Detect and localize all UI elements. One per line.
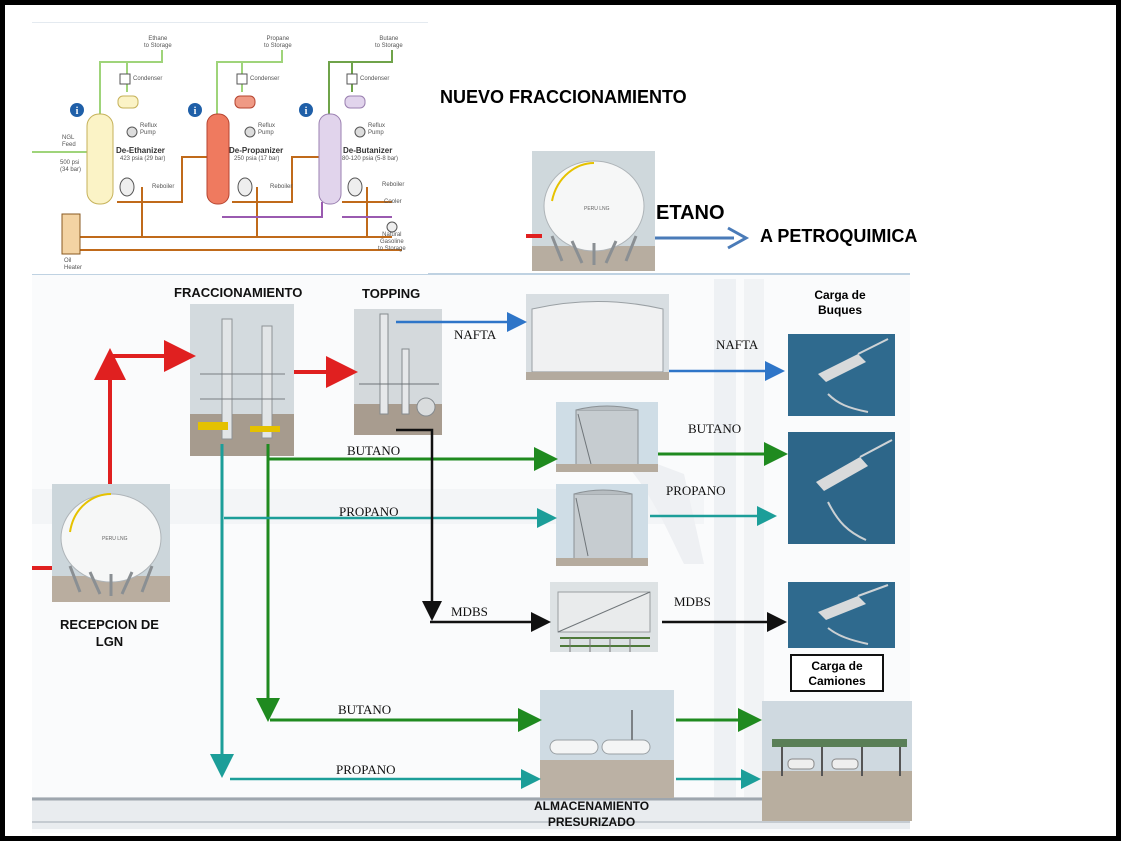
condenser-label-2: Condenser [250,76,280,82]
schematic-drawing: i i i [32,22,428,255]
butano-tank-photo [556,402,658,472]
de-ethanizer-label: De-Ethanizer [116,146,165,155]
ship-photo-2 [788,432,895,544]
sphere-label-etano: PERU LNG [584,206,610,212]
fractionation-photo [190,304,294,456]
ethane-output-label: Ethane to Storage [144,36,172,49]
de-propanizer-pressure: 250 psia (17 bar) [234,156,280,162]
flow-label-nafta-tank: NAFTA [454,327,497,342]
page-title: NUEVO FRACCIONAMIENTO [440,87,687,107]
reboiler-label-2: Reboiler [270,184,293,190]
truck-loading-photo [762,701,912,821]
fractionation-label: FRACCIONAMIENTO [174,285,303,300]
flow-label-propano-tank: PROPANO [339,504,399,519]
flow-label-butano-storage: BUTANO [338,702,392,717]
ship-photo-3 [788,582,895,648]
reboiler-label-1: Reboiler [152,184,175,190]
flow-label-mdbs-tank: MDBS [451,604,488,619]
topping-photo [354,309,442,435]
de-ethanizer-pressure: 423 psia (29 bar) [120,156,166,162]
ship-photo-1 [788,334,895,416]
ngl-feed-label: NGL Feed [62,135,76,148]
reflux-pump-label-3: Reflux Pump [368,123,386,136]
pressurized-storage-photo [540,690,674,798]
flow-label-butano-ship: BUTANO [688,421,742,436]
propano-tank-photo [556,484,648,566]
de-butanizer-label: De-Butanizer [343,146,393,155]
topping-label: TOPPING [362,286,421,301]
condenser-label-1: Condenser [133,76,163,82]
de-butanizer-pressure: 80-120 psia (5-8 bar) [342,156,399,162]
etano-sphere-photo: PERU LNG [532,151,655,271]
reflux-pump-label-1: Reflux Pump [140,123,158,136]
reception-label: RECEPCION DE LGN [60,617,159,649]
pressurized-storage-label: ALMACENAMIENTO PRESURIZADO [534,799,650,829]
mdbs-tank-photo [550,582,658,652]
feed-pressure-label: 500 psi (34 bar) [60,160,82,173]
svg-text:i: i [194,106,197,117]
reflux-pump-label-2: Reflux Pump [258,123,276,136]
condenser-label-3: Condenser [360,76,390,82]
svg-text:i: i [76,106,79,117]
flow-label-nafta-ship: NAFTA [716,337,759,352]
truck-loading-label: Carga de Camiones [790,654,884,692]
flow-label-propano-storage: PROPANO [336,762,396,777]
reboiler-label-3: Reboiler [382,182,405,188]
ship-loading-label: Carga de Buques [814,288,866,317]
etano-label: ETANO [656,202,725,224]
slide: i i i Ethane to Storage Propane to Stora… [4,4,1117,837]
cooler-label: Cooler [384,199,402,205]
nafta-tank-photo [526,294,669,380]
oil-heater-label: Oil Heater [64,258,83,271]
flow-label-mdbs-ship: MDBS [674,594,711,609]
reception-sphere-photo: PERU LNG [52,484,170,602]
de-propanizer-label: De-Propanizer [229,146,284,155]
propane-output-label: Propane to Storage [264,36,292,49]
butane-output-label: Butane to Storage [375,36,403,49]
svg-text:i: i [305,106,308,117]
flow-label-butano-tank: BUTANO [347,443,401,458]
flow-label-propano-ship: PROPANO [666,483,726,498]
natural-gasoline-label: Natural Gasoline to Storage [378,232,406,252]
process-schematic: i i i Ethane to Storage Propane to Stora… [32,22,428,274]
sphere-label-reception: PERU LNG [102,536,128,542]
petroquimica-label: A PETROQUIMICA [760,226,918,246]
